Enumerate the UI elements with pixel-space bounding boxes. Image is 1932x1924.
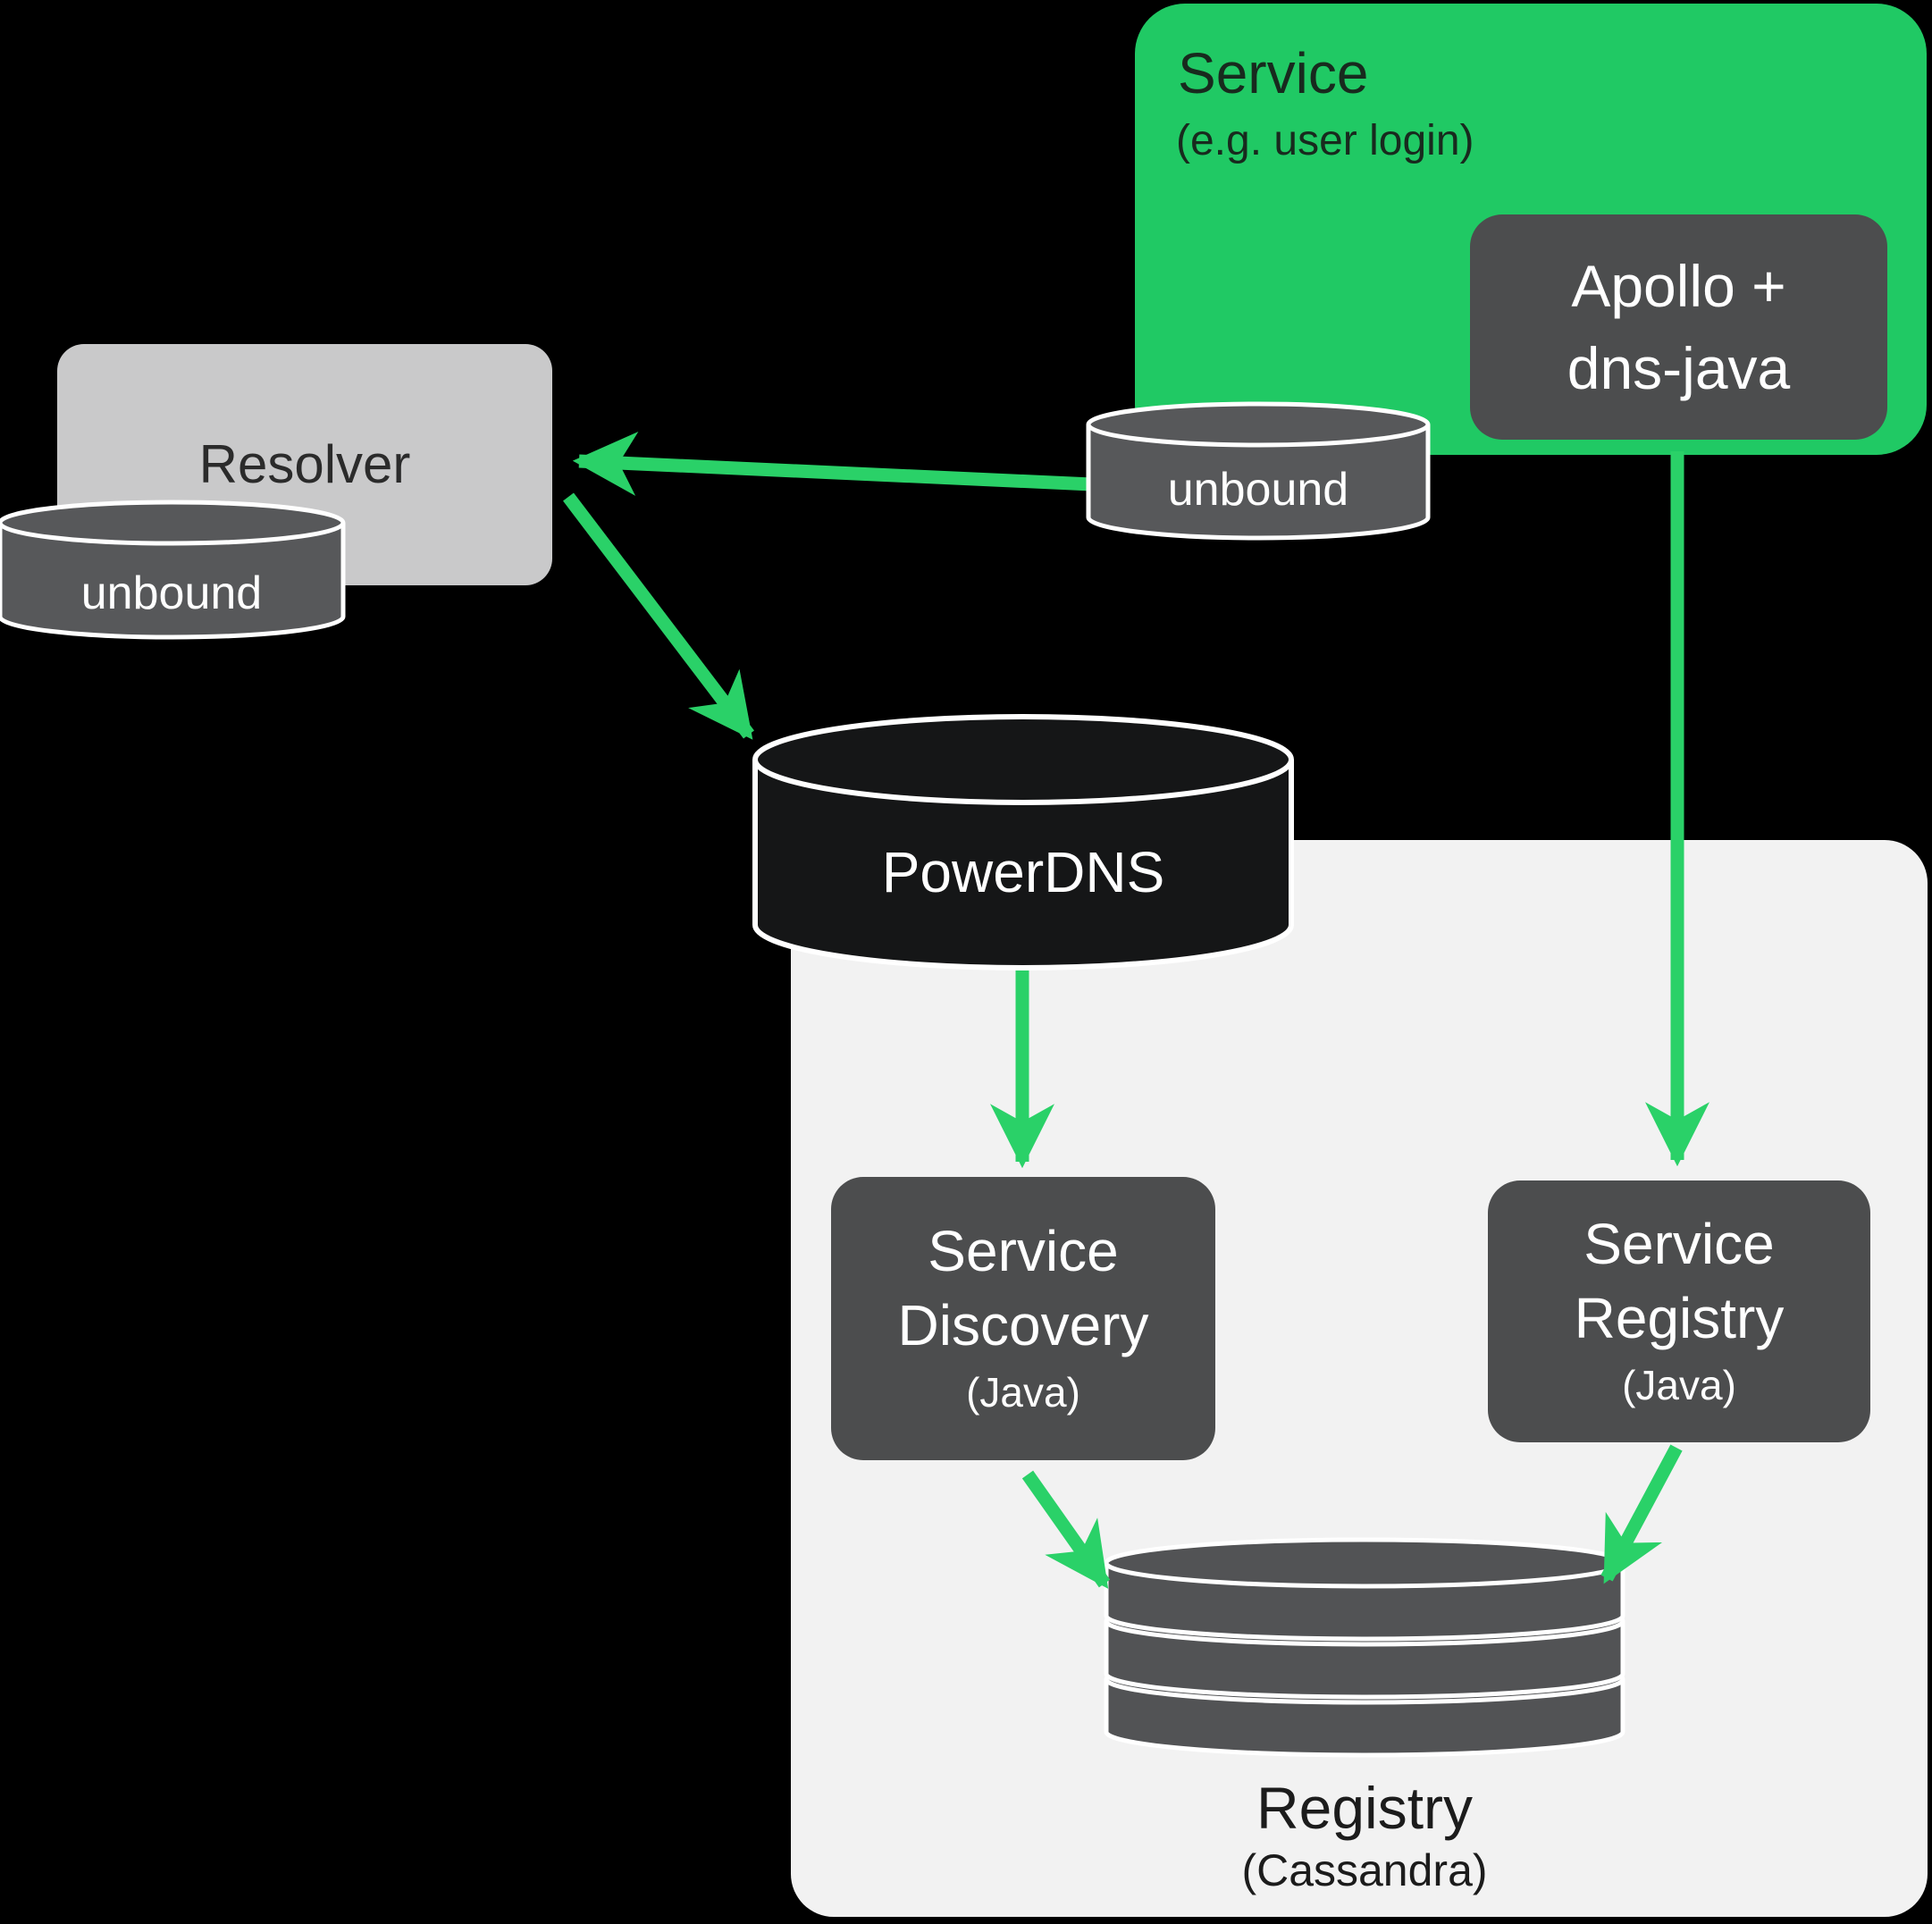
powerdns-label: PowerDNS xyxy=(881,840,1165,904)
service-box-title: Service xyxy=(1178,41,1369,105)
arrow-unbound-to-resolver xyxy=(572,431,1093,496)
registry-panel xyxy=(791,840,1928,1917)
registry-db-cylinder xyxy=(1104,1537,1625,1758)
service-registry-box xyxy=(1488,1180,1870,1442)
arrow-registry-to-db xyxy=(1600,1444,1683,1584)
apollo-box-line1: Apollo + xyxy=(1571,252,1786,319)
unbound-left-cylinder xyxy=(0,500,346,640)
registry-store-sublabel: (Cassandra) xyxy=(1241,1845,1488,1895)
service-registry-sublabel: (Java) xyxy=(1622,1362,1736,1409)
arrow-discovery-to-db xyxy=(1021,1470,1111,1589)
apollo-box-label: Apollo + dns-java xyxy=(1470,214,1887,440)
service-box-subtitle: (e.g. user login) xyxy=(1176,117,1474,164)
resolver-box-label: Resolver xyxy=(57,344,552,585)
apollo-box-line2: dns-java xyxy=(1567,335,1791,401)
powerdns-cylinder xyxy=(752,714,1294,970)
service-discovery-sublabel: (Java) xyxy=(966,1369,1080,1416)
registry-store-label: Registry xyxy=(1256,1775,1474,1841)
unbound-left-label: unbound xyxy=(80,567,263,619)
service-discovery-line2: Discovery xyxy=(897,1293,1149,1358)
unbound-service-cylinder xyxy=(1086,401,1431,541)
resolver-label-text: Resolver xyxy=(198,434,411,495)
arrow-resolver-to-powerdns xyxy=(563,492,754,740)
service-registry-label: Service Registry (Java) xyxy=(1488,1180,1870,1442)
service-discovery-label: Service Discovery (Java) xyxy=(831,1177,1215,1460)
service-registry-line2: Registry xyxy=(1574,1286,1785,1351)
unbound-service-label: unbound xyxy=(1167,464,1349,516)
registry-disk-1 xyxy=(1104,1537,1625,1642)
service-discovery-line1: Service xyxy=(928,1218,1119,1283)
service-discovery-box xyxy=(831,1177,1215,1460)
service-registry-line1: Service xyxy=(1583,1211,1775,1276)
apollo-box xyxy=(1470,214,1887,440)
